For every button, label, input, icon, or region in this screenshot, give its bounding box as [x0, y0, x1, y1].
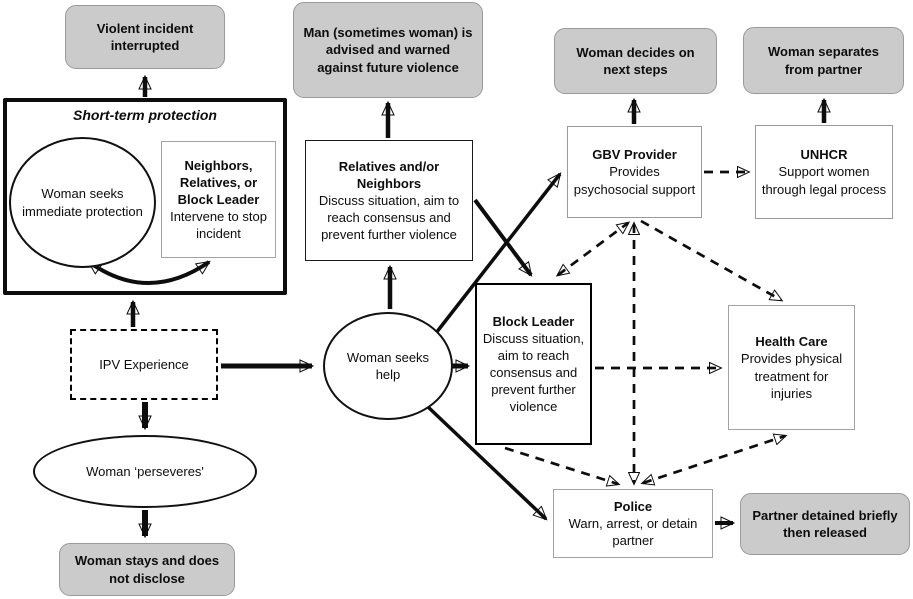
node-woman-perseveres: Woman ‘perseveres' — [33, 435, 257, 508]
node-title: Police — [613, 498, 653, 514]
node-body: Support women through legal process — [761, 164, 887, 197]
node-block-leader: Block Leader Discuss situation, aim to r… — [475, 283, 592, 445]
node-woman-seeks-immediate-protection: Woman seeks immediate protection — [9, 137, 156, 268]
node-woman-separates-from-partner: Woman separates from partner — [743, 27, 904, 94]
node-partner-detained-released: Partner detained briefly then released — [740, 493, 910, 555]
node-ipv-experience: IPV Experience — [70, 329, 218, 400]
node-body: Discuss situation, aim to reach consensu… — [482, 330, 585, 415]
node-unhcr: UNHCR Support women through legal proces… — [755, 125, 893, 219]
dashed-block-leader-gbv — [558, 223, 628, 275]
node-woman-seeks-help: Woman seeks help — [323, 312, 453, 420]
node-title: Relatives and/or Neighbors — [338, 158, 440, 191]
node-title: Block Leader — [492, 313, 575, 329]
node-gbv-provider: GBV Provider Provides psychosocial suppo… — [567, 126, 702, 218]
node-health-care: Health Care Provides physical treatment … — [728, 305, 855, 430]
node-body: Provides physical treatment for injuries — [740, 351, 843, 401]
dashed-gbv-to-health-care — [640, 219, 781, 300]
node-police: Police Warn, arrest, or detain partner — [553, 489, 713, 558]
node-title: UNHCR — [800, 147, 848, 163]
dashed-block-leader-to-police — [504, 446, 618, 484]
node-relatives-neighbors: Relatives and/or Neighbors Discuss situa… — [305, 140, 473, 261]
node-body: Intervene to stop incident — [170, 209, 267, 242]
short-term-protection-label: Short-term protection — [73, 107, 217, 123]
node-body: Discuss situation, aim to reach consensu… — [318, 192, 460, 243]
node-title: GBV Provider — [592, 147, 677, 163]
node-violent-incident-interrupted: Violent incident interrupted — [65, 5, 225, 69]
node-neighbors-relatives-block-leader: Neighbors, Relatives, or Block Leader In… — [161, 141, 276, 258]
node-woman-stays-not-disclose: Woman stays and does not disclose — [59, 543, 235, 596]
dashed-police-health-care — [643, 436, 785, 483]
node-body: Provides psychosocial support — [573, 164, 696, 197]
short-term-protection-frame — [3, 98, 287, 295]
arrow-relatives-to-block-leader — [473, 198, 533, 277]
node-title: Neighbors, Relatives, or Block Leader — [177, 157, 260, 207]
node-title: Health Care — [755, 334, 828, 350]
node-woman-decides-next-steps: Woman decides on next steps — [554, 28, 717, 94]
node-body: Warn, arrest, or detain partner — [568, 515, 698, 549]
node-man-advised-warned: Man (sometimes woman) is advised and war… — [293, 2, 483, 98]
